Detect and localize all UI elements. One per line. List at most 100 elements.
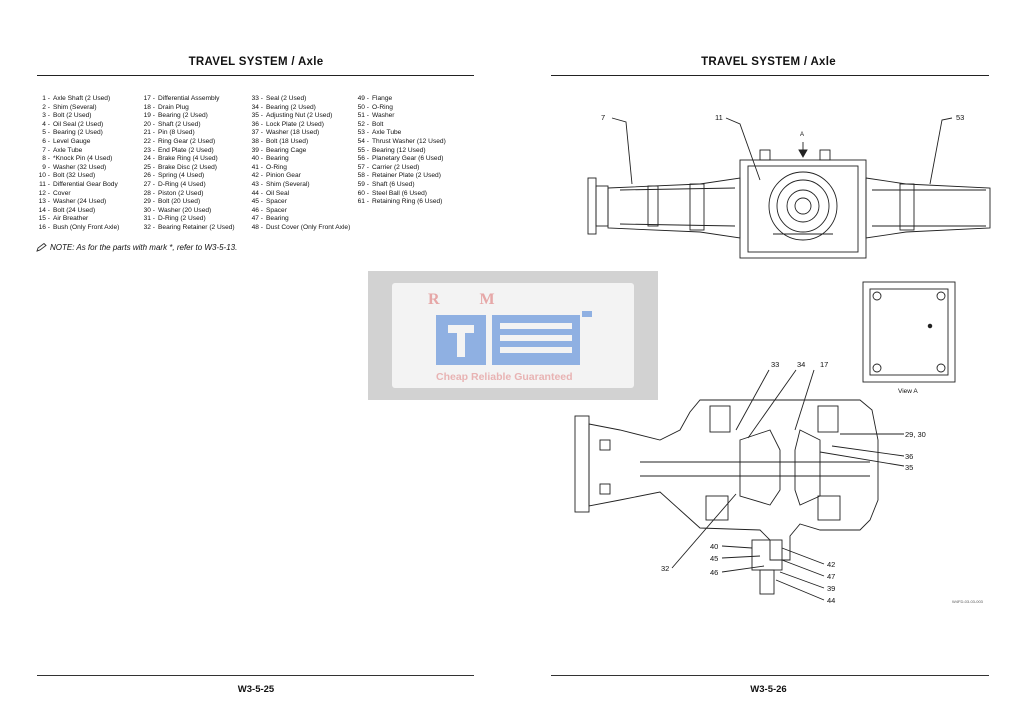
part-number: 52 - — [357, 120, 369, 128]
part-name: Axle Tube — [372, 129, 402, 137]
part-number: 23 - — [143, 146, 155, 154]
part-name: Pinion Gear — [266, 172, 301, 180]
header-rule — [37, 75, 474, 76]
watermark: R M Cheap Reliable Guaranteed — [368, 271, 658, 400]
parts-list-item: 23 -End Plate (2 Used) — [141, 147, 249, 156]
part-name: Air Breather — [53, 215, 89, 223]
part-number: 49 - — [357, 95, 369, 102]
parts-list-item: 55 -Bearing (12 Used) — [355, 147, 463, 156]
page-header: TRAVEL SYSTEM / Axle — [188, 56, 324, 68]
part-name: Oil Seal (2 Used) — [53, 120, 104, 128]
part-name: Seal (2 Used) — [266, 95, 307, 102]
parts-list-item: 41 -O-Ring — [249, 164, 357, 173]
part-name: Washer (20 Used) — [158, 206, 212, 214]
parts-list-item: 4 -Oil Seal (2 Used) — [36, 121, 144, 130]
parts-list-item: 21 -Pin (8 Used) — [141, 129, 249, 138]
parts-list-item: 54 -Thrust Washer (12 Used) — [355, 138, 463, 147]
part-number: 59 - — [357, 180, 369, 188]
parts-list-item: 18 -Drain Plug — [141, 104, 249, 113]
part-name: Adjusting Nut (2 Used) — [266, 112, 333, 120]
parts-list-item: 29 -Bolt (20 Used) — [141, 198, 249, 207]
parts-list-item: 46 -Spacer — [249, 207, 357, 216]
part-number: 24 - — [143, 155, 155, 163]
part-number: 60 - — [357, 189, 369, 197]
parts-list-item: 45 -Spacer — [249, 198, 357, 207]
part-name: Bearing (12 Used) — [372, 146, 426, 154]
part-number: 15 - — [38, 215, 50, 223]
part-name: Cover — [53, 189, 71, 197]
part-number: 58 - — [357, 172, 369, 180]
parts-list-item: 58 -Retainer Plate (2 Used) — [355, 172, 463, 181]
part-name: Washer (24 Used) — [53, 198, 107, 206]
view-a-drawing — [862, 281, 956, 383]
part-number: 7 - — [42, 146, 50, 154]
part-name: Differential Gear Body — [53, 180, 118, 188]
part-name: Shaft (2 Used) — [158, 120, 201, 128]
parts-list-item: 31 -D-Ring (2 Used) — [141, 215, 249, 224]
callout-53: 53 — [956, 113, 965, 122]
part-number: 8 - — [42, 155, 50, 163]
parts-list-item: 19 -Bearing (2 Used) — [141, 112, 249, 121]
part-number: 41 - — [251, 163, 263, 171]
part-number: 38 - — [251, 137, 263, 145]
parts-list-item: 56 -Planetary Gear (6 Used) — [355, 155, 463, 164]
parts-list-item: 24 -Brake Ring (4 Used) — [141, 155, 249, 164]
parts-list-item: 26 -Spring (4 Used) — [141, 172, 249, 181]
part-name: Planetary Gear (6 Used) — [372, 155, 444, 163]
part-number: 39 - — [251, 146, 263, 154]
part-number: 46 - — [251, 206, 263, 214]
part-number: 50 - — [357, 103, 369, 111]
parts-list-item: 42 -Pinion Gear — [249, 172, 357, 181]
part-name: Spacer — [266, 198, 287, 206]
figure-id: W4FD-03-03-003 — [952, 599, 983, 604]
part-name: Bearing (2 Used) — [53, 129, 103, 137]
part-number: 56 - — [357, 155, 369, 163]
part-name: Bolt (24 Used) — [53, 206, 96, 214]
part-number: 35 - — [251, 112, 263, 120]
part-number: 32 - — [143, 223, 155, 231]
part-number: 12 - — [38, 189, 50, 197]
parts-list-item: 11 -Differential Gear Body — [36, 181, 144, 190]
part-number: 2 - — [42, 103, 50, 111]
part-number: 36 - — [251, 120, 263, 128]
parts-list-item: 50 -O-Ring — [355, 104, 463, 113]
part-number: 3 - — [42, 112, 50, 120]
part-number: 31 - — [143, 215, 155, 223]
part-name: Oil Seal — [266, 189, 290, 197]
page-number: W3-5-25 — [237, 684, 275, 695]
part-name: Washer — [372, 112, 395, 120]
header-rule — [551, 75, 989, 76]
callout-44: 44 — [827, 596, 836, 605]
parts-list-item: 1 -Axle Shaft (2 Used) — [36, 95, 144, 104]
part-number: 37 - — [251, 129, 263, 137]
part-number: 40 - — [251, 155, 263, 163]
part-name: Bolt (20 Used) — [158, 198, 201, 206]
callout-7: 7 — [601, 113, 606, 122]
parts-list-item: 59 -Shaft (6 Used) — [355, 181, 463, 190]
parts-list-item: 12 -Cover — [36, 190, 144, 199]
axle-assembly-top-view — [587, 149, 991, 259]
part-name: Spring (4 Used) — [158, 172, 205, 180]
part-name: End Plate (2 Used) — [158, 146, 214, 154]
parts-list-item: 40 -Bearing — [249, 155, 357, 164]
parts-list-item: 38 -Bolt (18 Used) — [249, 138, 357, 147]
part-number: 45 - — [251, 198, 263, 206]
footer-rule — [37, 675, 474, 676]
part-number: 11 - — [39, 180, 50, 188]
part-number: 18 - — [143, 103, 155, 111]
parts-list-item: 13 -Washer (24 Used) — [36, 198, 144, 207]
watermark-panel: R M Cheap Reliable Guaranteed — [392, 283, 634, 388]
part-name: Axle Tube — [53, 146, 83, 154]
part-name: Carrier (2 Used) — [372, 163, 420, 171]
part-number: 4 - — [42, 120, 50, 128]
parts-list-item: 34 -Bearing (2 Used) — [249, 104, 357, 113]
part-name: Ring Gear (2 Used) — [158, 137, 216, 145]
parts-column-3: 33 -Seal (2 Used)34 -Bearing (2 Used)35 … — [249, 95, 357, 233]
left-page: TRAVEL SYSTEM / Axle 1 -Axle Shaft (2 Us… — [0, 0, 512, 723]
part-number: 5 - — [42, 129, 50, 137]
part-name: Axle Shaft (2 Used) — [53, 95, 111, 102]
part-name: Dust Cover (Only Front Axle) — [266, 223, 351, 231]
parts-list-item: 53 -Axle Tube — [355, 129, 463, 138]
callout-17: 17 — [820, 360, 829, 369]
